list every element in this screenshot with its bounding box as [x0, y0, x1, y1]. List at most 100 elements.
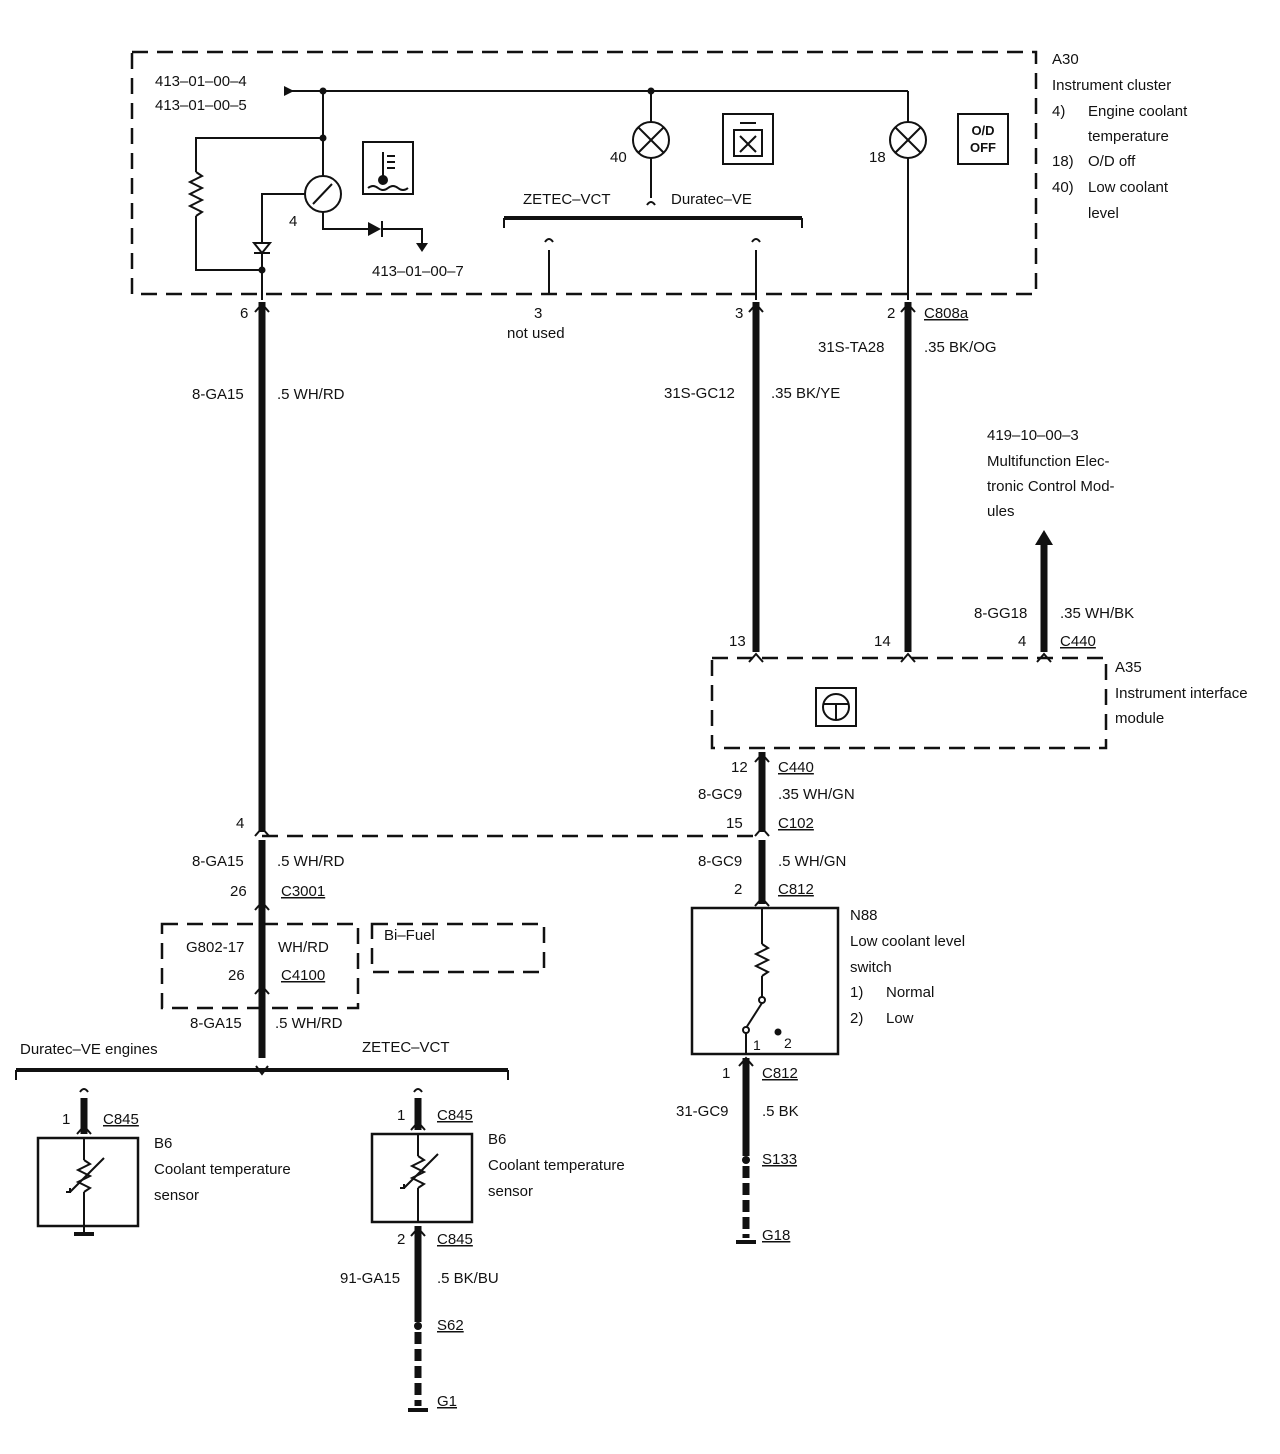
gauge-lower-line — [322, 212, 368, 230]
switch-contact — [742, 1026, 750, 1034]
a30-legend-1-num: 4) — [1052, 103, 1065, 120]
pin-a35-12: 12 — [731, 759, 748, 776]
wire-3-circuit: 31S-TA28 — [818, 339, 884, 356]
wire-10-circuit: 31-GC9 — [676, 1103, 729, 1120]
a30-legend-3-text-2: level — [1088, 205, 1119, 222]
b6-right-id: B6 — [488, 1131, 506, 1148]
n88-state-1-num: 1) — [850, 984, 863, 1001]
a30-ref-1: 413–01–00–4 — [155, 73, 247, 90]
connector-chevron — [254, 984, 270, 995]
a30-legend-1-text-2: temperature — [1088, 128, 1169, 145]
connector-chevron — [410, 1120, 426, 1131]
connector-chevron — [748, 652, 764, 663]
b6-left-id: B6 — [154, 1135, 172, 1152]
zetec-label: ZETEC–VCT — [362, 1039, 450, 1056]
wire-4-color: .35 WH/BK — [1060, 605, 1134, 622]
thermistor-icon — [409, 1155, 427, 1189]
splice-s62 — [414, 1322, 422, 1330]
connector-chevron — [900, 652, 916, 663]
wire-4-circuit: 8-GG18 — [974, 605, 1027, 622]
connector-c4100: C4100 — [281, 967, 325, 984]
junction-dot — [258, 266, 266, 274]
instrument-module-icon — [815, 687, 857, 727]
a30-legend-2-text: O/D off — [1088, 153, 1136, 170]
thermometer-bulb — [378, 175, 388, 185]
supply-arrow — [284, 86, 294, 96]
ground-g1-label: G1 — [437, 1393, 457, 1410]
n88-contact-1: 1 — [753, 1037, 761, 1053]
reservoir-icon — [733, 129, 763, 157]
b6-right-line-1: Coolant temperature — [488, 1157, 625, 1174]
wire-10-color: .5 BK — [762, 1103, 799, 1120]
pin-b6-right-2: 2 — [397, 1231, 405, 1248]
b6-left-sensor-box — [36, 1136, 140, 1228]
split-tilde — [544, 238, 554, 243]
pin-a30-6: 6 — [240, 305, 248, 322]
duratec-engines-label: Duratec–VE engines — [20, 1041, 158, 1058]
a30-id: A30 — [1052, 51, 1079, 68]
a30-name: Instrument cluster — [1052, 77, 1171, 94]
od-off-icon — [957, 113, 1009, 165]
n88-state-2: Low — [886, 1010, 914, 1027]
wire-1-color: .5 WH/RD — [277, 386, 345, 403]
mecm-line-3: ules — [987, 503, 1015, 520]
a30-legend-3-num: 40) — [1052, 179, 1074, 196]
pin-c3001-26: 26 — [230, 883, 247, 900]
pin-c102-15: 15 — [726, 815, 743, 832]
a35-module-boundary — [710, 656, 1108, 750]
lamp-x — [894, 126, 922, 154]
pin-a30-3-duratec: 3 — [735, 305, 743, 322]
resistor-feed-line — [195, 137, 323, 172]
connector-chevron — [754, 826, 770, 837]
n88-contact-2: 2 — [784, 1035, 792, 1051]
wire-8-circuit: G802-17 — [186, 939, 244, 956]
resistor-return-line — [195, 216, 262, 271]
mecm-line-2: tronic Control Mod- — [987, 478, 1115, 495]
b6-right-line-2: sensor — [488, 1183, 533, 1200]
connector-c440-bottom: C440 — [778, 759, 814, 776]
arrow-up-icon — [1035, 530, 1053, 545]
gauge-output-line — [261, 193, 305, 244]
wire-11-circuit: 91-GA15 — [340, 1270, 400, 1287]
not-used-label: not used — [507, 325, 565, 342]
pin-c102-4: 4 — [236, 815, 244, 832]
gauge-needle — [312, 183, 333, 205]
coolant-temperature-icon — [362, 141, 414, 195]
n88-switch-box — [690, 906, 840, 1056]
n88-line-1: Low coolant level — [850, 933, 965, 950]
n88-id: N88 — [850, 907, 878, 924]
connector-chevron — [410, 1226, 426, 1237]
variant-zetec-label: ZETEC–VCT — [523, 191, 611, 208]
a30-legend-2-num: 18) — [1052, 153, 1074, 170]
connector-c3001: C3001 — [281, 883, 325, 900]
split-chevron — [255, 1065, 269, 1076]
thermistor-arrow — [69, 1157, 105, 1193]
thermometer-waves — [367, 185, 409, 191]
a30-module-boundary — [130, 50, 1038, 296]
wire-1-circuit: 8-GA15 — [192, 386, 244, 403]
a30-ref-2: 413–01–00–5 — [155, 97, 247, 114]
connector-chevron — [754, 752, 770, 763]
switch-blade-icon — [745, 1002, 763, 1029]
wire-6-circuit: 8-GA15 — [192, 853, 244, 870]
pin-a35-13: 13 — [729, 633, 746, 650]
connector-chevron — [254, 900, 270, 911]
connector-chevron — [748, 302, 764, 313]
wire-5-circuit: 8-GC9 — [698, 786, 742, 803]
wire-2-circuit: 31S-GC12 — [664, 385, 735, 402]
connector-c812-bottom: C812 — [762, 1065, 798, 1082]
bi-fuel-label: Bi–Fuel — [384, 927, 435, 944]
pin-a30-2: 2 — [887, 305, 895, 322]
pin-c812-1: 1 — [722, 1065, 730, 1082]
split-tilde — [751, 238, 761, 243]
a35-name-1: Instrument interface — [1115, 685, 1248, 702]
pin-a35-14: 14 — [874, 633, 891, 650]
connector-c812-top: C812 — [778, 881, 814, 898]
resistor-symbol — [187, 171, 205, 217]
a30-ref-3: 413–01–00–7 — [372, 263, 464, 280]
connector-chevron — [738, 1056, 754, 1067]
a30-legend-1-text: Engine coolant — [1088, 103, 1188, 120]
split-tilde — [79, 1088, 89, 1093]
connector-chevron — [76, 1124, 92, 1135]
